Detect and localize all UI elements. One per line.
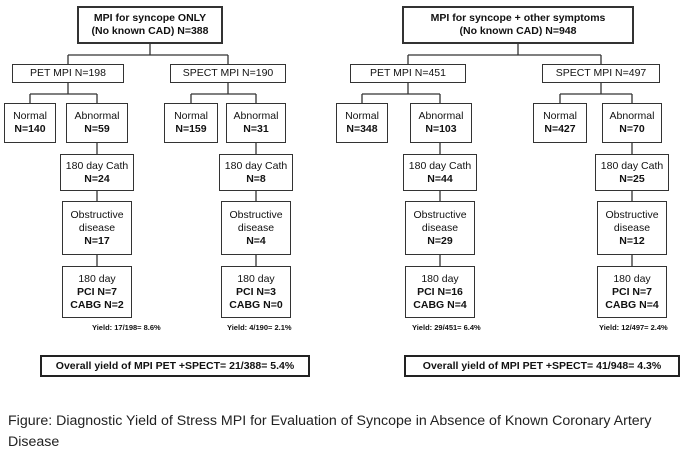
right-spect-cath-label: 180 day Cath xyxy=(600,159,664,172)
left-overall-yield: Overall yield of MPI PET +SPECT= 21/388=… xyxy=(40,355,310,377)
right-overall-yield: Overall yield of MPI PET +SPECT= 41/948=… xyxy=(404,355,680,377)
right-pet-pci: PCI N=16 xyxy=(417,285,463,298)
left-spect-cath-box: 180 day Cath N=8 xyxy=(219,154,293,191)
right-pet-obstructive-n: N=29 xyxy=(427,234,453,247)
right-spect-obstructive-n: N=12 xyxy=(619,234,645,247)
right-pet-cabg: CABG N=4 xyxy=(413,298,467,311)
right-pet-obstructive-label1: Obstructive xyxy=(413,208,467,221)
right-pet-abnormal-n: N=103 xyxy=(425,123,457,135)
right-spect-abnormal-label: Abnormal xyxy=(609,110,655,122)
right-pet-cath-label: 180 day Cath xyxy=(408,159,472,172)
left-pet-obstructive-label2: disease xyxy=(78,221,116,234)
right-spect-180day-label: 180 day xyxy=(613,272,651,285)
right-pet-180day-label: 180 day xyxy=(421,272,459,285)
left-spect-cabg: CABG N=0 xyxy=(229,298,283,311)
left-pet-label: PET MPI N=198 xyxy=(30,67,106,79)
left-pet-abnormal-box: Abnormal N=59 xyxy=(66,103,128,143)
right-pet-normal-n: N=348 xyxy=(346,123,378,135)
right-pet-box: PET MPI N=451 xyxy=(350,64,466,83)
left-pet-obstructive-label1: Obstructive xyxy=(70,208,124,221)
left-spect-180day-box: 180 day PCI N=3 CABG N=0 xyxy=(221,266,291,318)
left-pet-180day-label: 180 day xyxy=(78,272,116,285)
left-spect-obstructive-n: N=4 xyxy=(246,234,266,247)
left-pet-normal-n: N=140 xyxy=(14,123,46,135)
right-spect-obstructive-box: Obstructive disease N=12 xyxy=(597,201,667,255)
left-pet-box: PET MPI N=198 xyxy=(12,64,124,83)
right-spect-normal-n: N=427 xyxy=(544,123,576,135)
left-spect-normal-n: N=159 xyxy=(175,123,207,135)
right-spect-normal-box: Normal N=427 xyxy=(533,103,587,143)
left-spect-abnormal-box: Abnormal N=31 xyxy=(226,103,286,143)
right-spect-abnormal-box: Abnormal N=70 xyxy=(602,103,662,143)
right-spect-180day-box: 180 day PCI N=7 CABG N=4 xyxy=(597,266,667,318)
left-pet-cath-box: 180 day Cath N=24 xyxy=(60,154,134,191)
left-spect-box: SPECT MPI N=190 xyxy=(170,64,286,83)
left-spect-abnormal-label: Abnormal xyxy=(233,110,279,122)
left-spect-180day-label: 180 day xyxy=(237,272,275,285)
right-spect-yield: Yield: 12/497= 2.4% xyxy=(599,323,668,332)
left-root-box: MPI for syncope ONLY (No known CAD) N=38… xyxy=(77,6,223,44)
right-root-line2: (No known CAD) N=948 xyxy=(459,25,577,37)
right-spect-label: SPECT MPI N=497 xyxy=(555,67,647,79)
left-spect-obstructive-label1: Obstructive xyxy=(229,208,283,221)
right-spect-cabg: CABG N=4 xyxy=(605,298,659,311)
left-pet-normal-box: Normal N=140 xyxy=(4,103,56,143)
right-spect-cath-box: 180 day Cath N=25 xyxy=(595,154,669,191)
right-pet-obstructive-label2: disease xyxy=(421,221,459,234)
right-spect-abnormal-n: N=70 xyxy=(619,123,645,135)
right-spect-box: SPECT MPI N=497 xyxy=(542,64,660,83)
right-spect-pci: PCI N=7 xyxy=(612,285,652,298)
left-root-line2: (No known CAD) N=388 xyxy=(91,25,209,37)
left-pet-obstructive-box: Obstructive disease N=17 xyxy=(62,201,132,255)
figure-caption: Figure: Diagnostic Yield of Stress MPI f… xyxy=(8,413,652,450)
left-pet-normal-label: Normal xyxy=(13,110,47,122)
left-pet-cath-n: N=24 xyxy=(84,172,110,185)
left-pet-180day-box: 180 day PCI N=7 CABG N=2 xyxy=(62,266,132,318)
left-spect-yield: Yield: 4/190= 2.1% xyxy=(227,323,292,332)
right-pet-abnormal-box: Abnormal N=103 xyxy=(410,103,472,143)
right-spect-obstructive-label1: Obstructive xyxy=(605,208,659,221)
left-spect-cath-n: N=8 xyxy=(246,172,266,185)
right-pet-obstructive-box: Obstructive disease N=29 xyxy=(405,201,475,255)
left-pet-yield: Yield: 17/198= 8.6% xyxy=(92,323,161,332)
left-spect-normal-label: Normal xyxy=(174,110,208,122)
right-pet-cath-n: N=44 xyxy=(427,172,453,185)
left-spect-abnormal-n: N=31 xyxy=(243,123,269,135)
left-pet-cabg: CABG N=2 xyxy=(70,298,124,311)
left-spect-cath-label: 180 day Cath xyxy=(224,159,288,172)
left-spect-normal-box: Normal N=159 xyxy=(164,103,218,143)
left-pet-cath-label: 180 day Cath xyxy=(65,159,129,172)
right-pet-normal-box: Normal N=348 xyxy=(336,103,388,143)
right-spect-cath-n: N=25 xyxy=(619,172,645,185)
left-pet-abnormal-n: N=59 xyxy=(84,123,110,135)
left-root-line1: MPI for syncope ONLY xyxy=(93,12,207,24)
left-spect-pci: PCI N=3 xyxy=(236,285,276,298)
left-spect-label: SPECT MPI N=190 xyxy=(182,67,274,79)
left-pet-obstructive-n: N=17 xyxy=(84,234,110,247)
right-pet-abnormal-label: Abnormal xyxy=(418,110,464,122)
right-pet-label: PET MPI N=451 xyxy=(370,67,446,79)
right-root-box: MPI for syncope + other symptoms (No kno… xyxy=(402,6,634,44)
left-pet-abnormal-label: Abnormal xyxy=(74,110,120,122)
right-spect-obstructive-label2: disease xyxy=(613,221,651,234)
right-root-line1: MPI for syncope + other symptoms xyxy=(430,12,606,24)
right-pet-180day-box: 180 day PCI N=16 CABG N=4 xyxy=(405,266,475,318)
left-spect-obstructive-box: Obstructive disease N=4 xyxy=(221,201,291,255)
left-spect-obstructive-label2: disease xyxy=(237,221,275,234)
right-pet-yield: Yield: 29/451= 6.4% xyxy=(412,323,481,332)
right-pet-normal-label: Normal xyxy=(345,110,379,122)
right-spect-normal-label: Normal xyxy=(543,110,577,122)
right-pet-cath-box: 180 day Cath N=44 xyxy=(403,154,477,191)
left-pet-pci: PCI N=7 xyxy=(77,285,117,298)
